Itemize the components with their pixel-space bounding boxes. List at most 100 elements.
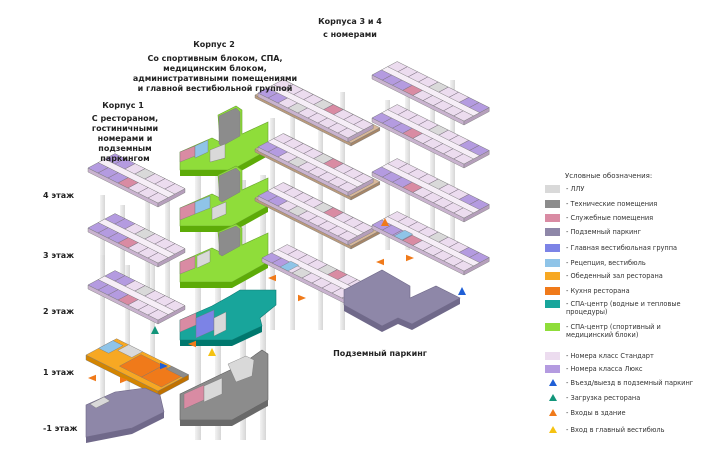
wall: [97, 167, 109, 174]
wall: [144, 173, 156, 180]
legend-swatch: [545, 287, 560, 295]
wall: [382, 74, 392, 81]
wall: [301, 272, 312, 279]
corridor: [97, 158, 176, 198]
parking-side: [344, 298, 460, 332]
wall: [127, 182, 139, 189]
wall: [333, 109, 344, 115]
wall: [307, 259, 318, 265]
building1-heading: Корпус 1: [88, 101, 158, 111]
triangle-icon: [549, 426, 557, 433]
wall: [164, 300, 176, 307]
wall: [433, 250, 444, 256]
wall: [287, 205, 298, 212]
wall: [459, 140, 469, 146]
legend-swatch: [545, 300, 560, 308]
wall: [327, 269, 338, 275]
building1-floor-1: [85, 338, 190, 397]
wall: [333, 163, 344, 169]
wall: [428, 231, 439, 238]
wall: [453, 207, 464, 214]
building1-subtitle: С рестораном, гостиничными номерами и по…: [91, 114, 159, 163]
legend-label: - Подземный паркинг: [566, 228, 642, 236]
llu: [203, 377, 223, 403]
wall: [323, 158, 334, 164]
wall: [323, 207, 334, 213]
wall: [469, 252, 480, 258]
wall: [428, 124, 439, 131]
tech: [165, 365, 190, 378]
reception: [194, 139, 209, 159]
wall: [277, 97, 288, 104]
wall: [144, 233, 156, 240]
legend-swatch: [545, 365, 560, 373]
wall: [283, 138, 294, 144]
wall: [134, 168, 146, 175]
wall: [327, 225, 338, 232]
wall: [327, 122, 338, 129]
plate-side: [180, 326, 262, 346]
wall: [154, 238, 166, 245]
wall: [293, 143, 304, 149]
floor-label-3: 3 этаж: [43, 251, 75, 260]
wall: [438, 236, 449, 243]
building1-floor-2: [87, 270, 186, 325]
plate-side: [180, 206, 268, 232]
building1-floor-4: [87, 153, 186, 208]
legend-swatch: [545, 352, 560, 360]
wall: [287, 249, 298, 255]
reception: [393, 230, 414, 241]
wall: [147, 192, 159, 199]
wall: [283, 84, 294, 90]
wall: [271, 257, 282, 264]
column: [100, 195, 105, 300]
building34-subtitle: с номерами: [323, 30, 377, 39]
wall: [402, 128, 413, 134]
wall: [353, 173, 364, 179]
legend-swatch: [545, 200, 560, 208]
wall: [392, 122, 403, 129]
wall: [397, 163, 408, 169]
wall: [392, 79, 403, 86]
wall: [331, 287, 342, 294]
reception: [279, 261, 300, 272]
wall: [433, 197, 444, 203]
wall: [337, 127, 348, 134]
wall: [313, 202, 324, 208]
wall: [283, 187, 294, 193]
wall: [448, 189, 459, 195]
llu: [89, 396, 111, 409]
corridor: [97, 218, 176, 258]
building2-floor-2: [179, 223, 269, 288]
tech: [218, 167, 241, 203]
wall: [114, 218, 126, 225]
wall: [267, 146, 278, 153]
wall: [124, 163, 136, 170]
wall: [412, 133, 423, 139]
building-entrance-marker: [406, 254, 414, 262]
column: [100, 255, 105, 430]
llu: [209, 143, 226, 163]
building2-subtitle: Со спортивным блоком, СПА, медицинским б…: [132, 54, 298, 93]
wall: [134, 228, 146, 235]
wall: [438, 86, 449, 93]
wall: [443, 255, 454, 261]
legend-swatch: [545, 214, 560, 222]
wall: [323, 104, 334, 110]
wall: [469, 145, 480, 151]
llu: [227, 355, 255, 383]
wall: [412, 240, 423, 246]
wall: [407, 71, 418, 78]
legend-label: - Служебные помещения: [566, 214, 654, 222]
wall: [382, 224, 392, 231]
floor-label-4: 4 этаж: [43, 191, 75, 200]
legend-label: - Номера класса Люкс: [566, 365, 643, 373]
wall: [317, 117, 328, 124]
wall: [313, 99, 324, 105]
llu: [211, 201, 227, 221]
building4-floor-4: [371, 61, 490, 126]
wall: [287, 102, 298, 109]
wall: [392, 176, 403, 183]
